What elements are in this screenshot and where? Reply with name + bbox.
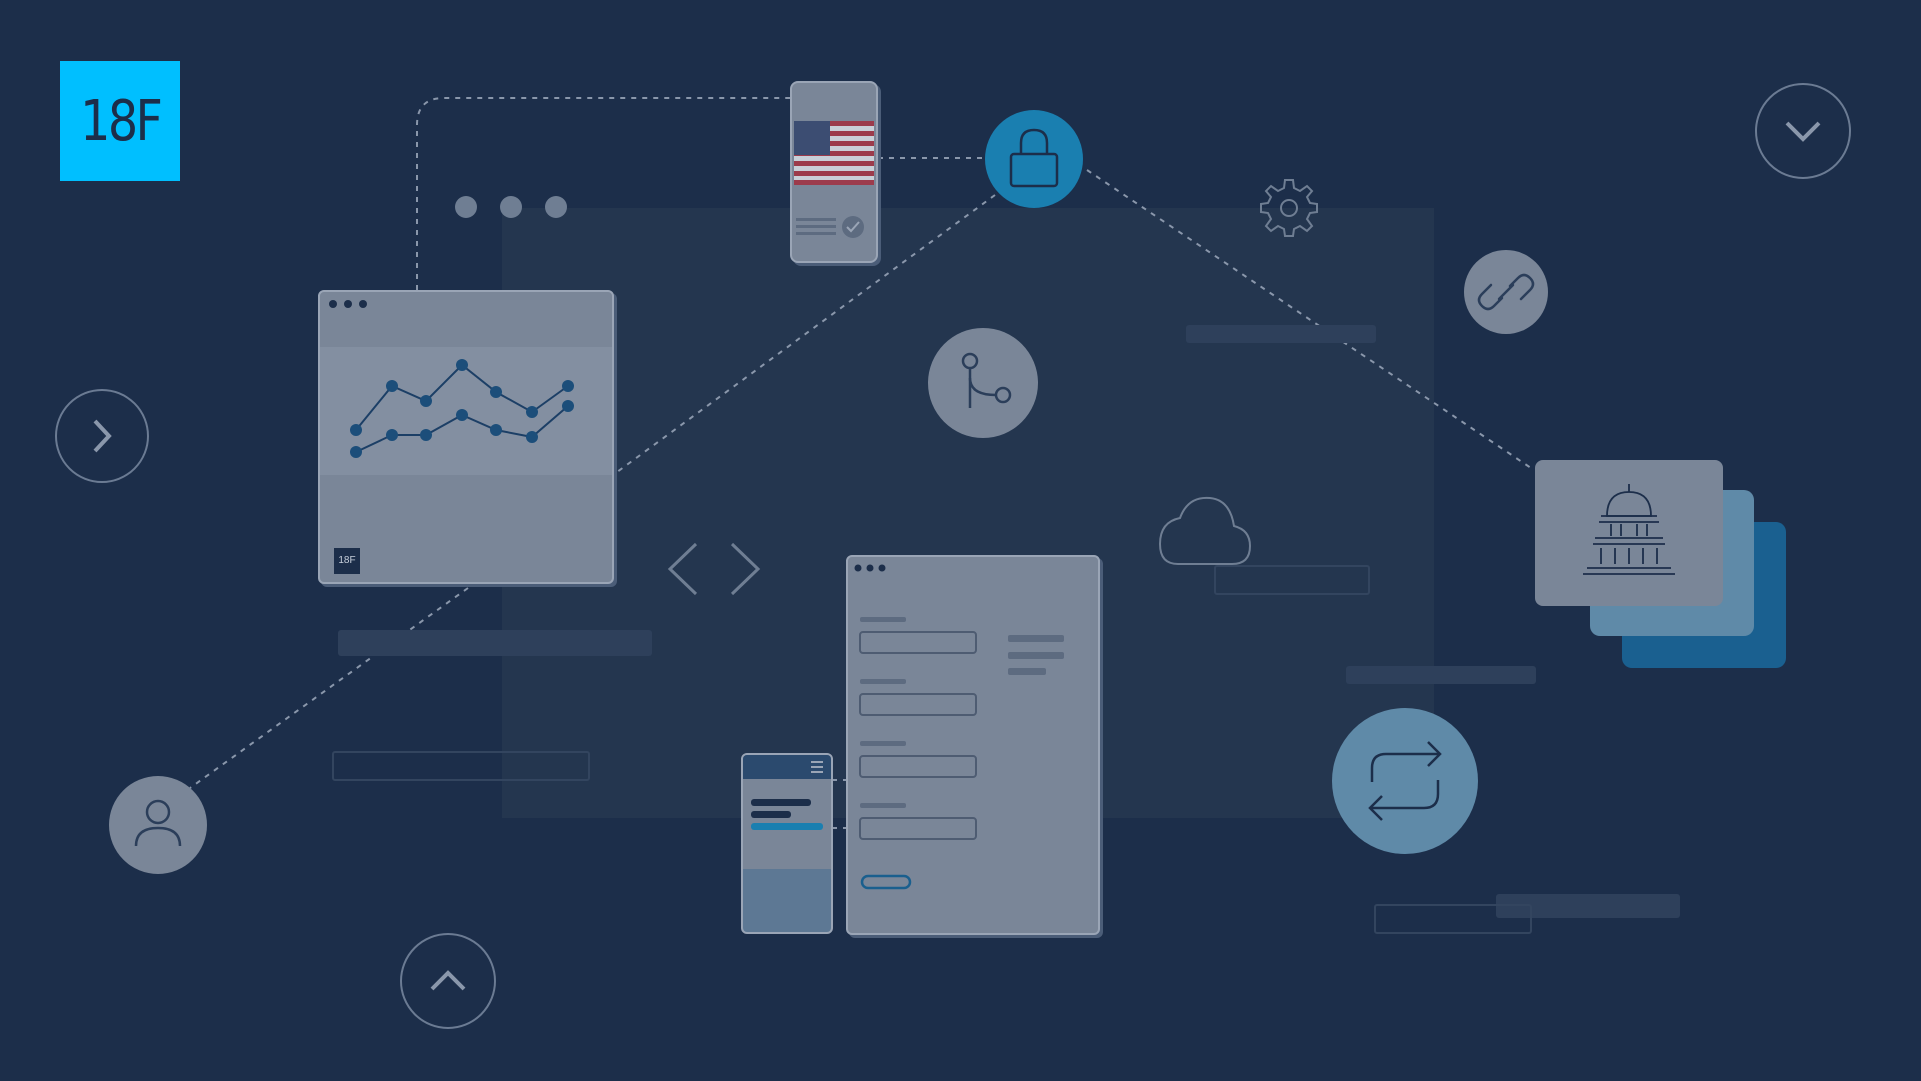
chevron-right-icon [93,419,112,453]
capitol-card[interactable] [1535,460,1723,606]
chevron-up-icon [430,970,466,991]
us-flag-icon [794,121,874,238]
git-branch-icon [961,352,1012,408]
checkmark-icon [842,216,864,238]
ellipsis-dots [455,196,567,218]
placeholder-bar [1186,325,1376,343]
scroll-up-button[interactable] [400,933,496,1029]
git-branch-button[interactable] [928,328,1038,438]
placeholder-bar [1496,894,1680,918]
placeholder-outline-bar [1214,565,1370,595]
connector-lock-chart [612,194,996,476]
sync-button[interactable] [1332,708,1478,854]
lock-button[interactable] [985,110,1083,208]
placeholder-bar [1346,666,1536,684]
mobile-layout [743,755,831,869]
expand-down-button[interactable] [1755,83,1851,179]
lock-icon [1009,128,1059,188]
next-button[interactable] [55,389,149,483]
cloud-icon [1158,496,1252,565]
mobile-phone[interactable] [741,753,833,934]
form-submit-button [860,874,912,890]
swap-arrows-icon [1368,741,1442,821]
chart-badge: 18F [338,555,356,566]
chevron-down-icon [1785,121,1821,142]
link-button[interactable] [1464,250,1548,334]
placeholder-bar [338,630,652,656]
menu-icon [811,761,823,773]
capitol-icon [1583,484,1675,575]
form-layout [854,564,1064,890]
user-icon [134,799,182,847]
link-icon [1477,273,1535,311]
user-avatar-button[interactable] [109,776,207,874]
connector-lock-capitol [1086,169,1535,471]
gear-icon [1260,179,1318,237]
line-chart [320,300,612,574]
form-window[interactable] [846,555,1100,935]
connector-top-left [416,97,790,290]
connector-chart-user [189,587,469,789]
code-brackets-icon [667,542,761,596]
placeholder-outline-bar [332,751,590,781]
logo-text: 18F [79,88,163,154]
placeholder-outline-bar [1374,904,1532,934]
connector-phone-form [832,779,848,829]
chart-window[interactable]: 18F [318,290,614,584]
logo-18f[interactable]: 18F [60,61,180,181]
flag-phone[interactable] [790,81,878,263]
